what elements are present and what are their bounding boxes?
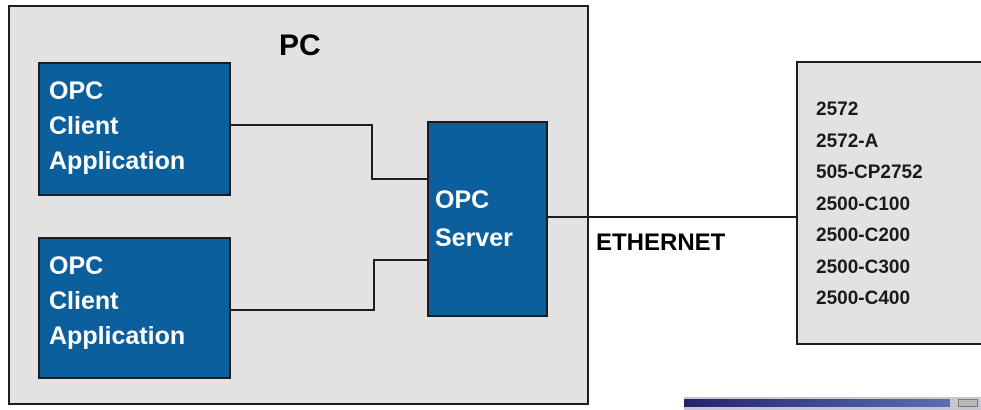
device-item: 2572	[816, 99, 859, 120]
device-item: 505-CP2752	[816, 162, 923, 183]
ethernet-link-line	[548, 216, 796, 218]
opc-client-application-2: OPC Client Application	[38, 237, 231, 379]
opc-client-application-1: OPC Client Application	[38, 62, 231, 196]
connector-client1-vertical	[371, 124, 373, 180]
server-line-1: OPC	[435, 186, 490, 214]
window-title-bar	[684, 399, 950, 407]
device-item: 2572-A	[816, 130, 879, 152]
connector-client2-horizontal-a	[231, 309, 375, 311]
pc-title: PC	[279, 29, 321, 62]
ethernet-label: ETHERNET	[596, 229, 726, 256]
connector-client2-horizontal-b	[373, 259, 427, 261]
connector-client2-vertical	[373, 259, 375, 311]
device-list-box: 2572 2572-A 505-CP2752 2500-C100 2500-C2…	[796, 61, 981, 345]
client-2-line-2: Client	[49, 287, 119, 315]
client-1-line-1: OPC	[49, 77, 104, 105]
client-2-line-3: Application	[49, 322, 186, 350]
client-1-line-2: Client	[49, 112, 119, 140]
connector-client1-horizontal-b	[371, 178, 427, 180]
server-line-2: Server	[435, 224, 513, 252]
connector-client1-horizontal-a	[231, 124, 373, 126]
window-control-button	[958, 399, 978, 407]
device-item: 2500-C300	[816, 256, 911, 278]
client-2-line-1: OPC	[49, 252, 104, 280]
partial-window-thumbnail	[684, 397, 981, 410]
client-1-line-3: Application	[49, 147, 186, 175]
device-item: 2500-C400	[816, 288, 911, 309]
opc-server: OPC Server	[427, 121, 548, 317]
device-item: 2500-C200	[816, 225, 911, 246]
device-item: 2500-C100	[816, 193, 911, 215]
